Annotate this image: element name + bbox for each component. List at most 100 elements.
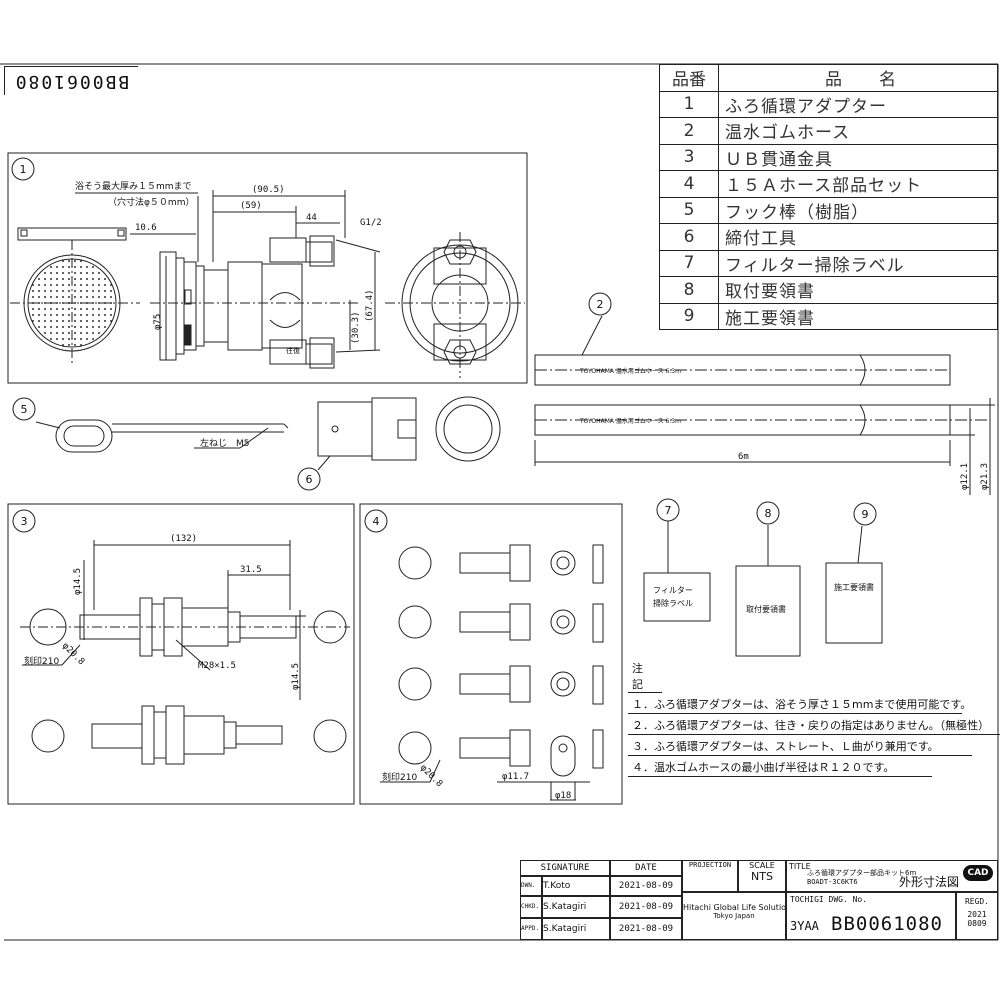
stamp-text: 刻印210 xyxy=(382,771,417,783)
callout-6-text: 6 xyxy=(306,473,313,486)
notes: 注 記 １．ふろ循環アダプターは、浴そう厚さ１５mmまで使用可能です。 ２．ふろ… xyxy=(628,660,1000,777)
title-main: 外形寸法図 xyxy=(899,875,960,889)
chkd-date: 2021-08-09 xyxy=(610,896,682,918)
part-name: フィルター掃除ラベル xyxy=(718,249,998,277)
dim-text: （穴寸法φ５０mm） xyxy=(108,196,194,208)
callout-1 xyxy=(11,157,35,181)
projection-label: PROJECTION xyxy=(682,860,738,892)
callout-5-text: 5 xyxy=(21,403,28,416)
part-no: 9 xyxy=(659,302,719,330)
dim-text: φ14.5 xyxy=(73,568,83,595)
title-cell: TITLE ふろ循環アダプター部品キット6m BOADT-3C6KT6 外形寸法… xyxy=(786,860,998,892)
dim-text: φ18 xyxy=(555,791,571,801)
dwn-label: DWN. xyxy=(520,876,542,896)
part-no: 5 xyxy=(659,196,719,224)
note-item: ３．ふろ循環アダプターは、ストレート、Ｌ曲がり兼用です。 xyxy=(628,735,972,756)
dim-text: G1/2 xyxy=(360,218,382,228)
regd-cell: REGD. 2021 0809 xyxy=(956,892,998,940)
dim-text: M28×1.5 xyxy=(198,661,236,671)
hose-print: TOYOHAMA 温水用ゴムホース 6.3m xyxy=(579,417,681,425)
title-line1: ふろ循環アダプター部品キット6m xyxy=(807,869,917,877)
view4-frame xyxy=(359,503,623,805)
callout-4-text: 4 xyxy=(373,515,380,528)
scale-cell: SCALE NTS xyxy=(738,860,786,892)
notes-heading: 注 記 xyxy=(628,660,662,693)
label9-sheet xyxy=(825,562,883,644)
part-name: １５Ａホース部品セット xyxy=(718,170,998,198)
chkd-label: CHKD. xyxy=(520,896,542,918)
label7-sheet xyxy=(643,572,711,622)
dim-text: (67.4) xyxy=(365,289,375,322)
callout-1-text: 1 xyxy=(20,163,27,176)
parts-header-no: 品番 xyxy=(659,64,719,92)
dim-text: 44 xyxy=(306,213,317,223)
dim-text: φ20.8 xyxy=(418,763,444,789)
dim-text: φ75 xyxy=(153,314,163,330)
company-cell: Hitachi Global Life Solutions, Inc. Toky… xyxy=(682,892,786,940)
view1-frame xyxy=(7,152,528,384)
callout-6 xyxy=(297,467,321,491)
label7-line2: 掃除ラベル xyxy=(653,598,693,608)
appd-label: APPD. xyxy=(520,918,542,940)
scale-label: SCALE xyxy=(749,861,775,870)
dwn-name: T.Koto xyxy=(542,876,610,896)
part-no: 2 xyxy=(659,117,719,145)
dim-text: φ11.7 xyxy=(502,772,529,782)
hook-label: 左ねじ M5 xyxy=(200,437,250,449)
callout-2 xyxy=(588,292,612,316)
dim-text: 往復 xyxy=(286,346,300,355)
part-name: 締付工具 xyxy=(718,223,998,251)
parts-header-name: 品 名 xyxy=(718,64,998,92)
signature-label: SIGNATURE xyxy=(520,860,610,876)
view3-frame xyxy=(7,503,355,805)
callout-8-text: 8 xyxy=(765,507,772,520)
dim-text: 31.5 xyxy=(240,565,262,575)
parts-table-header: 品番 品 名 xyxy=(659,64,998,92)
company-city: Tokyo Japan xyxy=(713,912,755,920)
note-item: ４．温水ゴムホースの最小曲げ半径はＲ１２０です。 xyxy=(628,756,932,777)
appd-name: S.Katagiri xyxy=(542,918,610,940)
dwg-prefix: 3YAA xyxy=(790,919,819,933)
callout-2-text: 2 xyxy=(597,298,604,311)
callout-3 xyxy=(12,509,36,533)
scale-value: NTS xyxy=(751,870,773,883)
label9-text: 施工要領書 xyxy=(834,582,874,592)
dim-text: (132) xyxy=(170,534,197,544)
callout-5 xyxy=(12,397,36,421)
callout-4 xyxy=(364,509,388,533)
appd-date: 2021-08-09 xyxy=(610,918,682,940)
regd-label: REGD. xyxy=(964,897,990,906)
hose-print: TOYOHAMA 温水用ゴムホース 6.3m xyxy=(579,367,681,375)
dwg-cell: TOCHIGI DWG. No. 3YAA BB0061080 xyxy=(786,892,956,940)
date-label: DATE xyxy=(610,860,682,876)
callout-9 xyxy=(853,502,877,526)
regd-date: 2021 0809 xyxy=(967,910,987,928)
dwg-label: TOCHIGI DWG. No. xyxy=(790,895,868,904)
dwg-number: BB0061080 xyxy=(831,913,943,935)
note-item: １．ふろ循環アダプターは、浴そう厚さ１５mmまで使用可能です。 xyxy=(628,693,971,714)
dim-text: 浴そう最大厚み１５mmまで xyxy=(75,180,192,192)
callout-7-text: 7 xyxy=(665,504,672,517)
dim-text: φ12.1 xyxy=(960,463,970,490)
cad-badge: CAD xyxy=(963,865,993,881)
dim-text: (90.5) xyxy=(252,185,285,195)
callout-3-text: 3 xyxy=(21,515,28,528)
chkd-name: S.Katagiri xyxy=(542,896,610,918)
callout-8 xyxy=(756,501,780,525)
dim-text: φ14.5 xyxy=(291,663,301,690)
title-label: TITLE xyxy=(789,862,811,871)
part-no: 4 xyxy=(659,170,719,198)
callout-9-text: 9 xyxy=(862,508,869,521)
part-name: ＵＢ貫通金具 xyxy=(718,143,998,171)
dim-text: 10.6 xyxy=(135,223,157,233)
part-no: 6 xyxy=(659,223,719,251)
part-name: 温水ゴムホース xyxy=(718,117,998,145)
dim-text: φ21.3 xyxy=(980,463,990,490)
